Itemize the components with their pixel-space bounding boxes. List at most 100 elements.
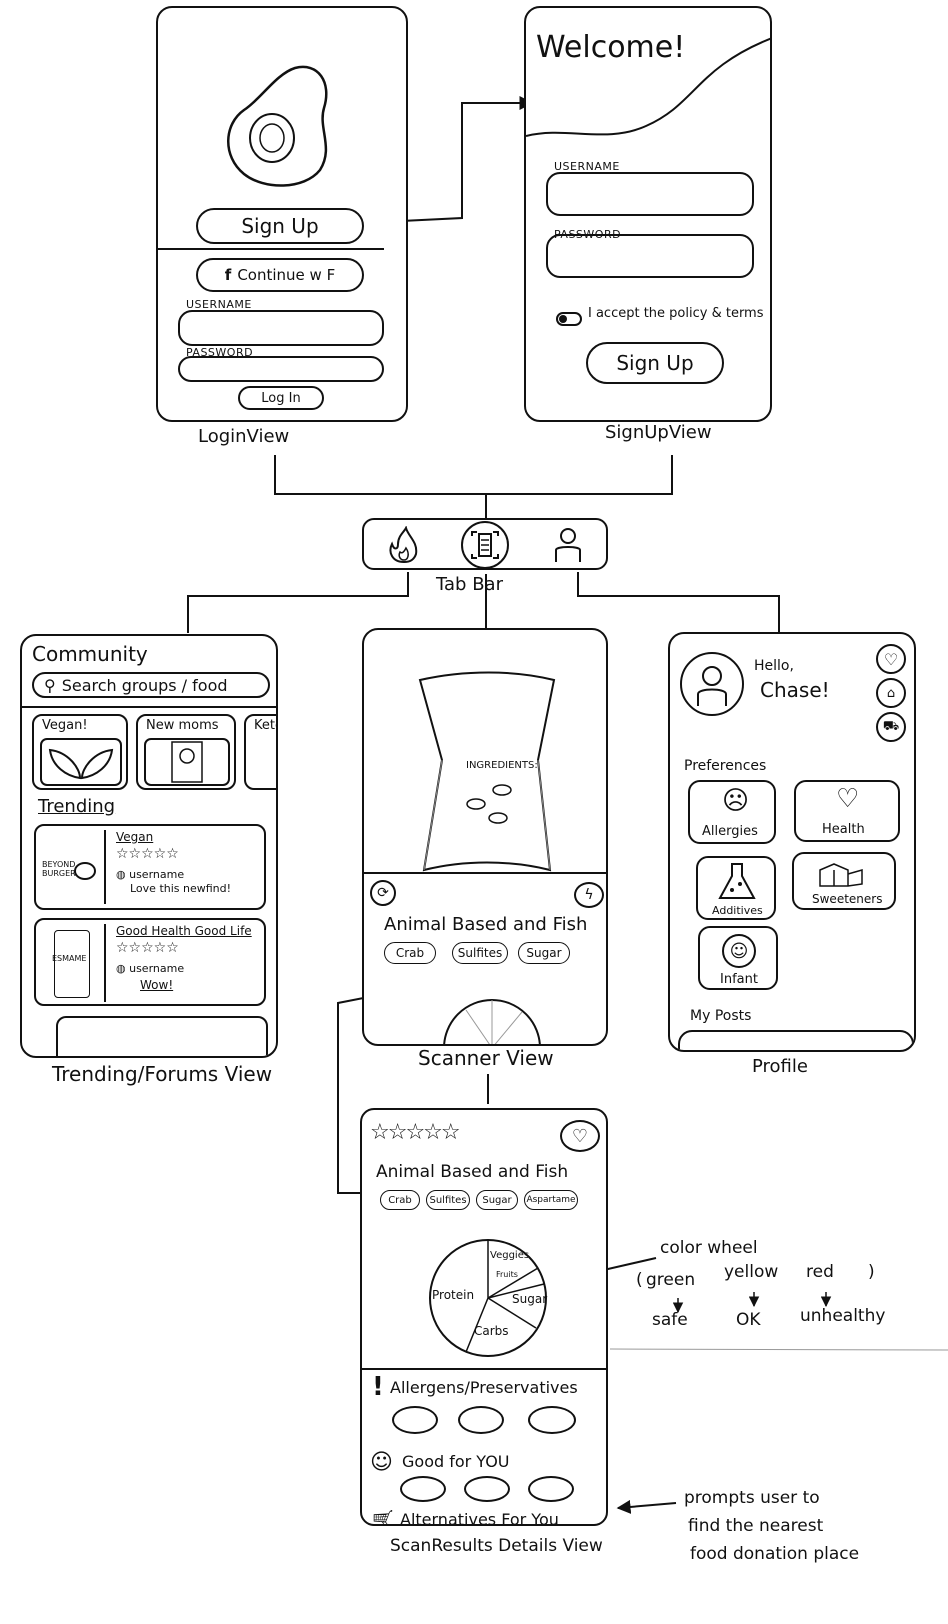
pie-label-fruits: Fruits [496,1270,518,1279]
login-view: Sign Up f Continue w F USERNAME PASSWORD… [156,6,408,422]
post-comment: Love this newfind! [130,882,232,895]
signup-arrow [359,96,534,224]
signup-submit-button[interactable]: Sign Up [586,342,724,384]
signup-view: Welcome! USERNAME PASSWORD I accept the … [524,6,772,422]
community-search-input[interactable]: ⚲ Search groups / food [32,672,270,698]
note-paren-open: ( [636,1270,643,1290]
details-stars: ☆☆☆☆☆ [370,1120,461,1145]
my-posts-card[interactable] [678,1030,914,1050]
heart-outline-icon: ♡ [836,784,860,814]
person-icon [697,666,727,706]
signup-password-field[interactable] [546,234,754,278]
post-stars: ☆☆☆☆☆ [116,940,179,956]
note-yellow: yellow [724,1262,779,1282]
flame-icon[interactable] [384,526,424,566]
group-card-keto[interactable]: Keto [244,714,276,790]
search-icon: ⚲ [44,675,56,695]
trending-post-2[interactable]: ESMAME Good Health Good Life ☆☆☆☆☆ ◍ use… [34,918,266,1006]
good-for-you-heading: Good for YOU [402,1452,510,1471]
continue-facebook-button[interactable]: f Continue w F [196,258,364,292]
profile-view: Hello, Chase! ♡ ⌂ ⛟ Preferences ☹ Allerg… [668,632,916,1052]
my-posts-heading: My Posts [690,1008,752,1024]
community-search-text: Search groups / food [61,675,228,695]
avatar[interactable] [680,652,744,716]
pref-label: Additives [712,904,763,917]
scan-icon[interactable] [460,520,510,570]
pref-allergies[interactable]: ☹ Allergies [688,780,776,844]
flash-button[interactable]: ϟ [574,882,604,908]
allergen-item[interactable] [528,1406,576,1434]
scanner-view: INGREDIENTS: ⟳ ϟ Animal Based and Fish C… [362,628,608,1046]
pref-sweeteners[interactable]: Sweeteners [792,852,896,910]
allergen-item[interactable] [458,1406,504,1434]
sad-face-icon: ☹ [722,786,750,816]
saved-button[interactable]: ⌂ [876,678,906,708]
pref-health[interactable]: ♡ Health [794,780,900,842]
login-signup-button[interactable]: Sign Up [196,208,364,244]
note-paren-close: ) [868,1262,875,1282]
pie-label-veggies: Veggies [490,1250,530,1261]
note-ok: OK [736,1310,761,1330]
login-to-tabbar [274,455,673,495]
scanner-category: Animal Based and Fish [384,914,588,935]
allergen-item[interactable] [392,1406,438,1434]
scanner-divider [364,872,606,874]
pref-additives[interactable]: Additives [696,856,776,920]
profile-icon[interactable] [550,526,586,566]
group-card-vegan[interactable]: Vegan! [32,714,128,790]
tab-bar [362,518,608,570]
good-item[interactable] [464,1476,510,1502]
continue-facebook-label: Continue w F [237,266,336,284]
pie-peek-icon [443,999,541,1044]
note-green: green [646,1270,696,1290]
post-thumb: BEYOND BURGER [40,830,106,904]
cart-icon: ⛟ [882,718,900,734]
jar-icon [54,930,90,998]
flash-icon: ϟ [584,887,594,903]
post-stars: ☆☆☆☆☆ [116,846,179,862]
pref-infant[interactable]: ☺ Infant [698,926,778,990]
note-safe: safe [652,1310,688,1330]
signup-username-field[interactable] [546,172,754,216]
group-label: Keto [254,718,276,733]
profile-hello: Hello, [754,658,794,674]
smiley-icon: ☺ [370,1450,393,1475]
signup-view-caption: SignUpView [605,422,712,443]
pref-label: Health [822,822,865,837]
pie-label-protein: Protein [432,1288,475,1302]
details-chip-aspartame: Aspartame [524,1190,578,1210]
good-item[interactable] [400,1476,446,1502]
good-item[interactable] [528,1476,574,1502]
post-username: username [129,962,185,975]
note-prompt-line-3: food donation place [690,1544,860,1564]
login-password-field[interactable] [178,356,384,382]
terms-toggle[interactable] [556,312,582,326]
trending-forums-view: Community ⚲ Search groups / food Vegan! … [20,634,278,1058]
trending-post-3[interactable] [56,1016,268,1056]
cart-button[interactable]: ⛟ [876,712,906,742]
trending-post-1[interactable]: BEYOND BURGER Vegan ☆☆☆☆☆ ◍ username Lov… [34,824,266,910]
post-title: Good Health Good Life [116,924,252,938]
group-label: New moms [146,718,219,733]
details-favorite-button[interactable]: ♡ [560,1120,600,1152]
details-chip-sulfites: Sulfites [426,1190,470,1210]
note-prompt-line-2: find the nearest [688,1516,824,1536]
login-username-label: USERNAME [186,298,252,311]
details-caption: ScanResults Details View [390,1536,603,1556]
nutrition-pie-chart [429,1239,547,1357]
welcome-wave [526,37,772,137]
post-thumb-label: BEYOND BURGER [42,860,76,878]
login-button[interactable]: Log In [238,386,324,410]
post-username: username [129,868,185,881]
favorites-button[interactable]: ♡ [876,644,906,674]
details-chip-sugar: Sugar [476,1190,518,1210]
login-username-field[interactable] [178,310,384,346]
group-card-new-moms[interactable]: New moms [136,714,236,790]
note-prompt-line-1: prompts user to [684,1488,820,1508]
trending-forums-caption: Trending/Forums View [52,1062,273,1086]
divider [158,248,384,250]
bookmark-icon: ⌂ [886,685,896,701]
post-thumb-label: ESMAME [52,954,87,963]
refresh-button[interactable]: ⟳ [370,880,396,906]
